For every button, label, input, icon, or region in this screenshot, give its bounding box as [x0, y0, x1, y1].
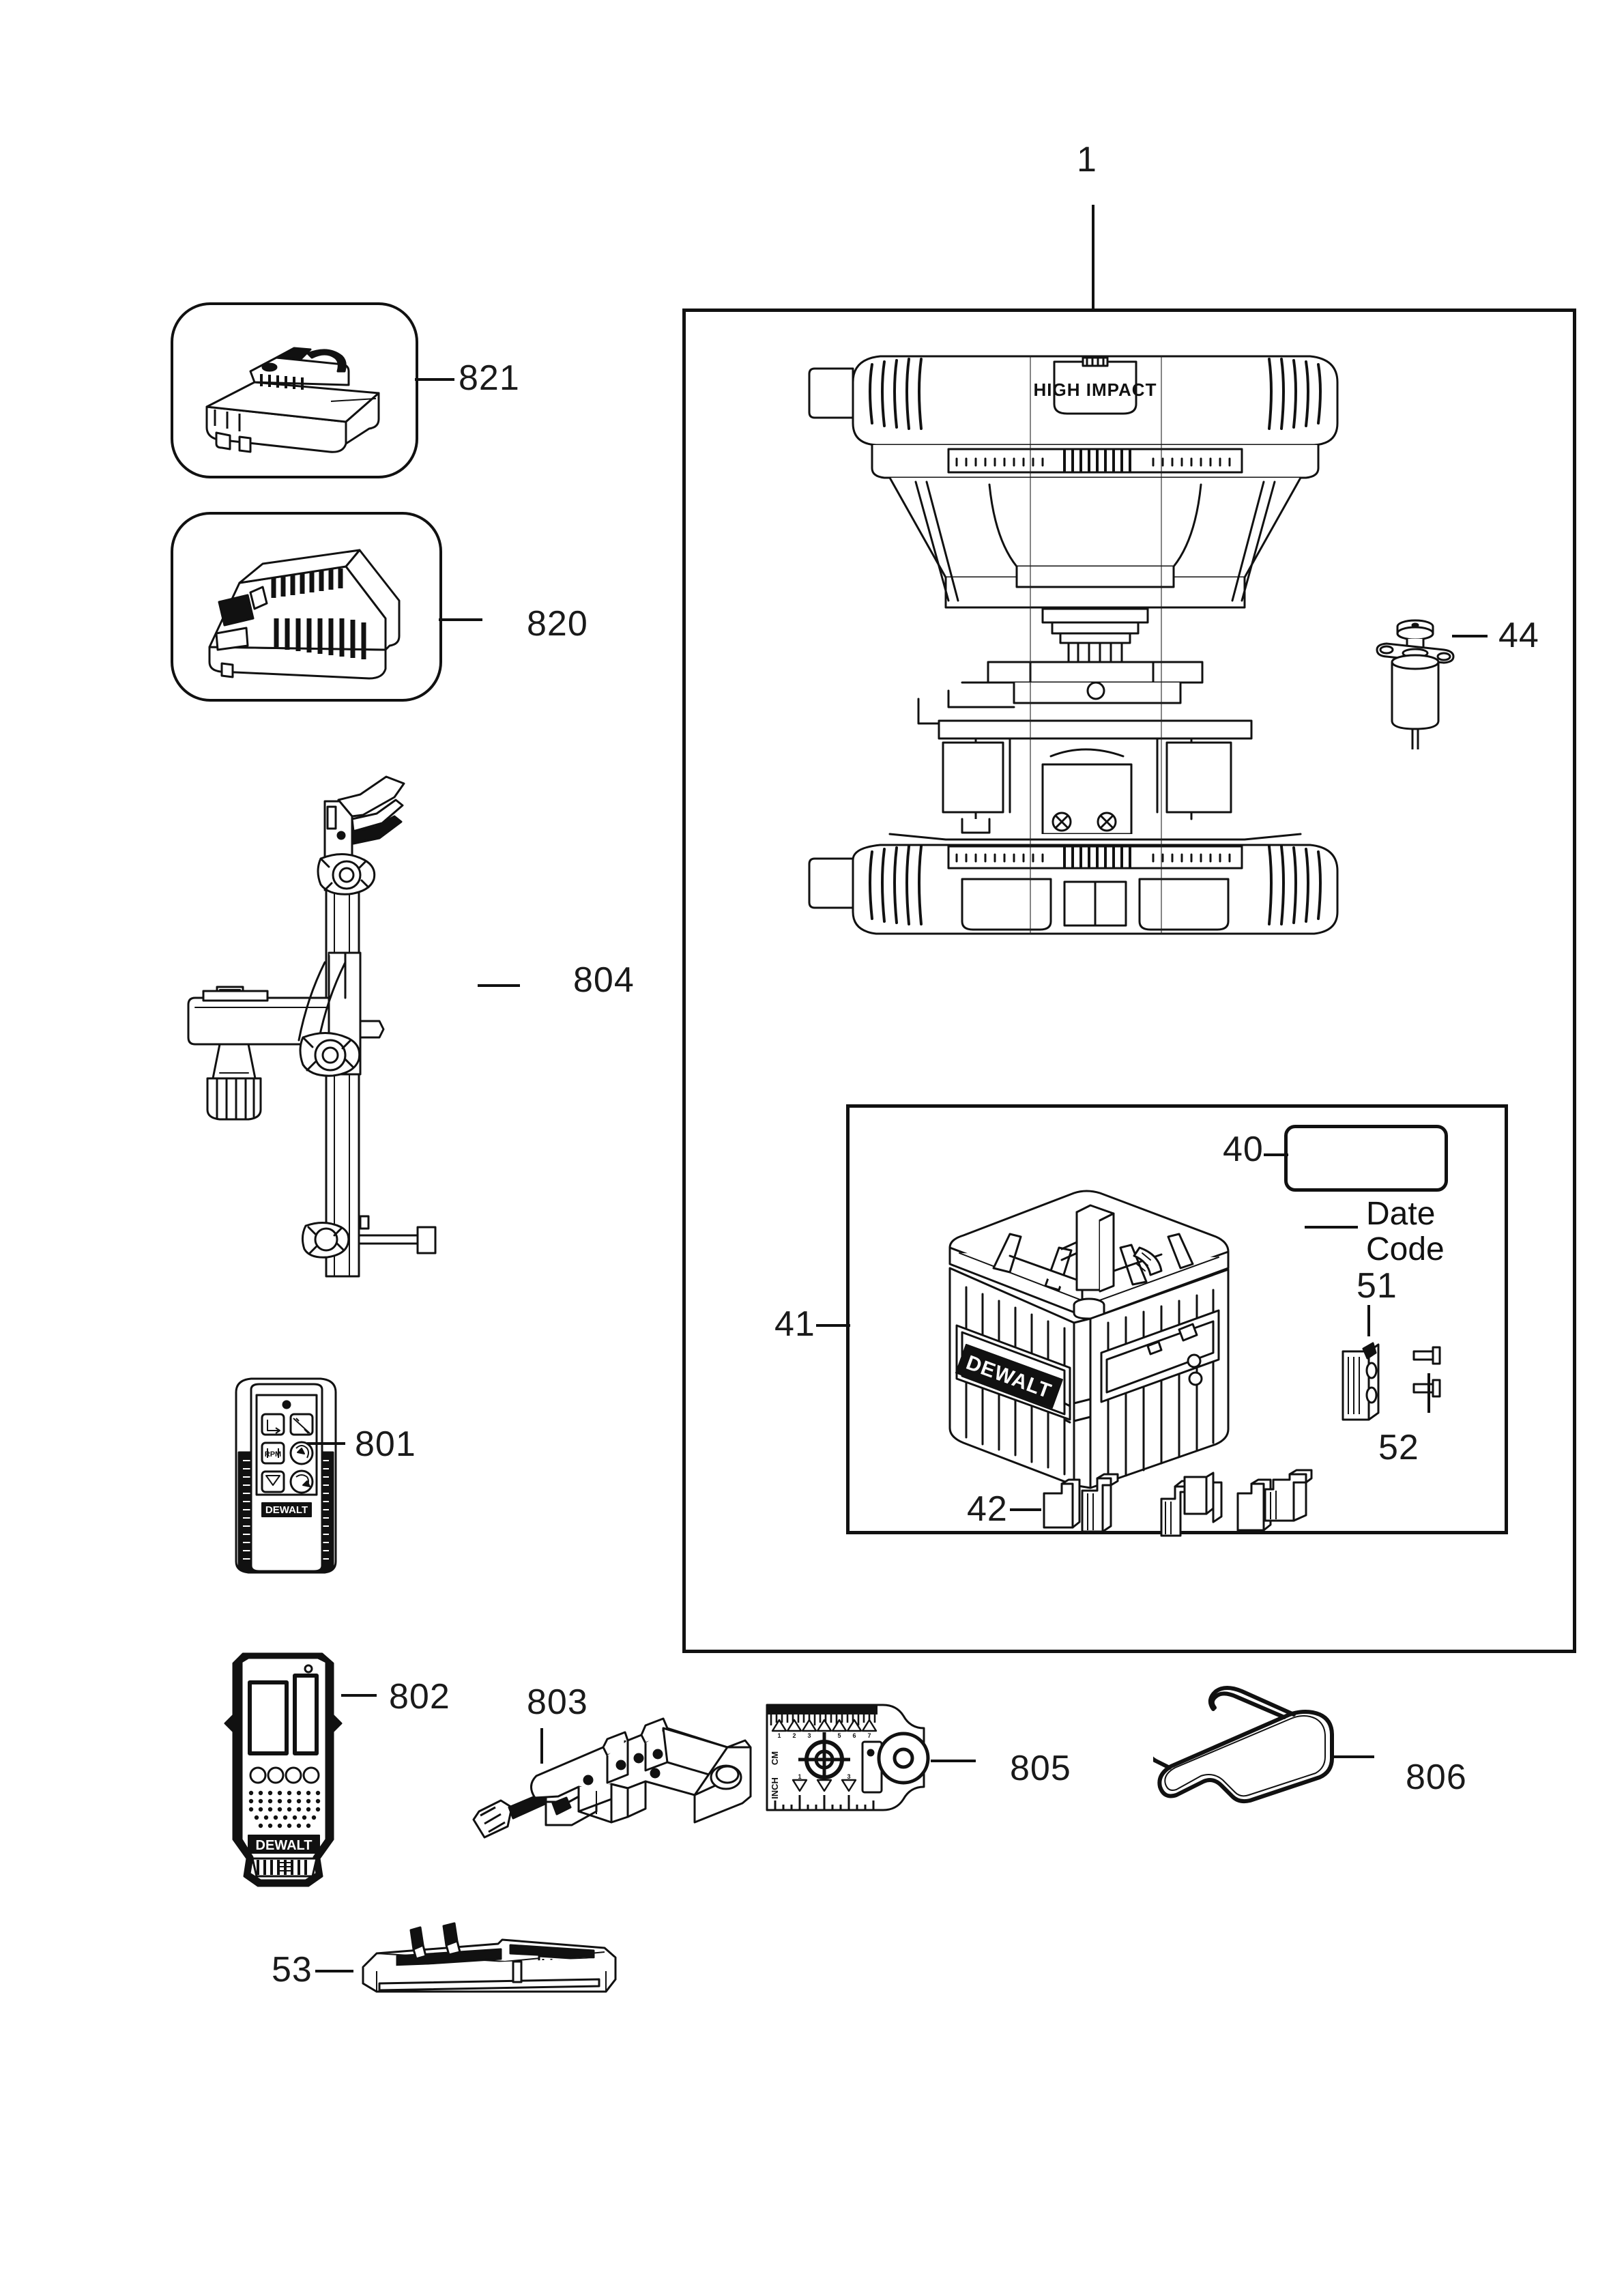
callout-52: 52 — [1378, 1428, 1419, 1467]
leader-date-code — [1305, 1226, 1358, 1229]
laser-glasses-art — [1153, 1672, 1365, 1809]
callout-804: 804 — [573, 960, 635, 1000]
callout-820: 820 — [527, 604, 588, 644]
callout-51: 51 — [1357, 1266, 1397, 1306]
leader-821 — [415, 378, 454, 381]
svg-text:1: 1 — [798, 1773, 801, 1780]
laser-head-cage-art: DEWALT — [908, 1174, 1262, 1495]
svg-text:7: 7 — [867, 1732, 871, 1739]
callout-53: 53 — [272, 1950, 313, 1990]
leader-42 — [1010, 1508, 1041, 1511]
leader-820 — [439, 618, 482, 621]
leader-51 — [1367, 1305, 1370, 1336]
svg-text:5: 5 — [837, 1732, 841, 1739]
svg-text:RPM: RPM — [265, 1450, 281, 1459]
callout-803: 803 — [527, 1682, 588, 1722]
svg-text:3: 3 — [807, 1732, 811, 1739]
svg-text:CM: CM — [770, 1751, 780, 1765]
leader-806 — [1332, 1755, 1374, 1758]
retainer-bracket-art — [1337, 1336, 1385, 1425]
leader-804 — [478, 984, 520, 987]
callout-40: 40 — [1223, 1130, 1264, 1169]
nameplate-label — [1284, 1125, 1448, 1192]
battery-box-frame — [171, 302, 418, 478]
detector-bracket-art — [469, 1699, 756, 1850]
callout-801: 801 — [355, 1424, 416, 1464]
callout-42: 42 — [967, 1489, 1008, 1529]
callout-821: 821 — [459, 358, 520, 398]
leader-1 — [1092, 205, 1094, 311]
date-code-label-line1: Date — [1366, 1196, 1436, 1232]
battery-charger-art — [174, 516, 437, 695]
callout-805: 805 — [1010, 1749, 1071, 1788]
callout-1: 1 — [1077, 140, 1097, 180]
svg-text:DEWALT: DEWALT — [265, 1504, 308, 1516]
date-code-label-line2: Code — [1366, 1231, 1445, 1267]
leader-40 — [1264, 1153, 1288, 1156]
remote-control-art: RPM DEWALT — [225, 1372, 348, 1577]
main-assembly-frame — [682, 308, 1576, 1653]
screw-pair-art — [1410, 1342, 1451, 1418]
leader-803 — [540, 1728, 543, 1764]
leader-44 — [1452, 635, 1488, 637]
laser-detector-art: DEWALT — [218, 1641, 348, 1894]
svg-text:DEWALT: DEWALT — [256, 1838, 313, 1853]
wall-mount-bracket-art — [177, 758, 471, 1290]
svg-text:2: 2 — [792, 1732, 796, 1739]
svg-text:2: 2 — [822, 1773, 826, 1780]
svg-text:1: 1 — [777, 1732, 781, 1739]
callout-806: 806 — [1406, 1757, 1467, 1797]
leader-41 — [816, 1324, 850, 1327]
leader-53 — [315, 1970, 353, 1972]
battery-pack-art — [174, 306, 413, 470]
svg-text:INCH: INCH — [770, 1777, 780, 1799]
svg-text:HIGH IMPACT: HIGH IMPACT — [1034, 379, 1157, 400]
leader-801 — [307, 1442, 345, 1445]
base-plate-art — [334, 1911, 621, 2007]
drive-motor-art — [1372, 607, 1460, 751]
callout-802: 802 — [389, 1677, 450, 1717]
leader-52 — [1427, 1373, 1430, 1413]
callout-41: 41 — [774, 1304, 815, 1344]
callout-44: 44 — [1498, 616, 1539, 655]
target-card-art: 123 4567 CM INCH 123 — [763, 1699, 954, 1816]
shim-set-art — [1040, 1469, 1381, 1545]
svg-text:3: 3 — [847, 1773, 850, 1780]
charger-box-frame — [171, 512, 442, 702]
main-laser-unit-art: HIGH IMPACT — [744, 341, 1447, 942]
leader-805 — [931, 1760, 976, 1762]
leader-802 — [341, 1694, 377, 1697]
svg-text:6: 6 — [852, 1732, 856, 1739]
